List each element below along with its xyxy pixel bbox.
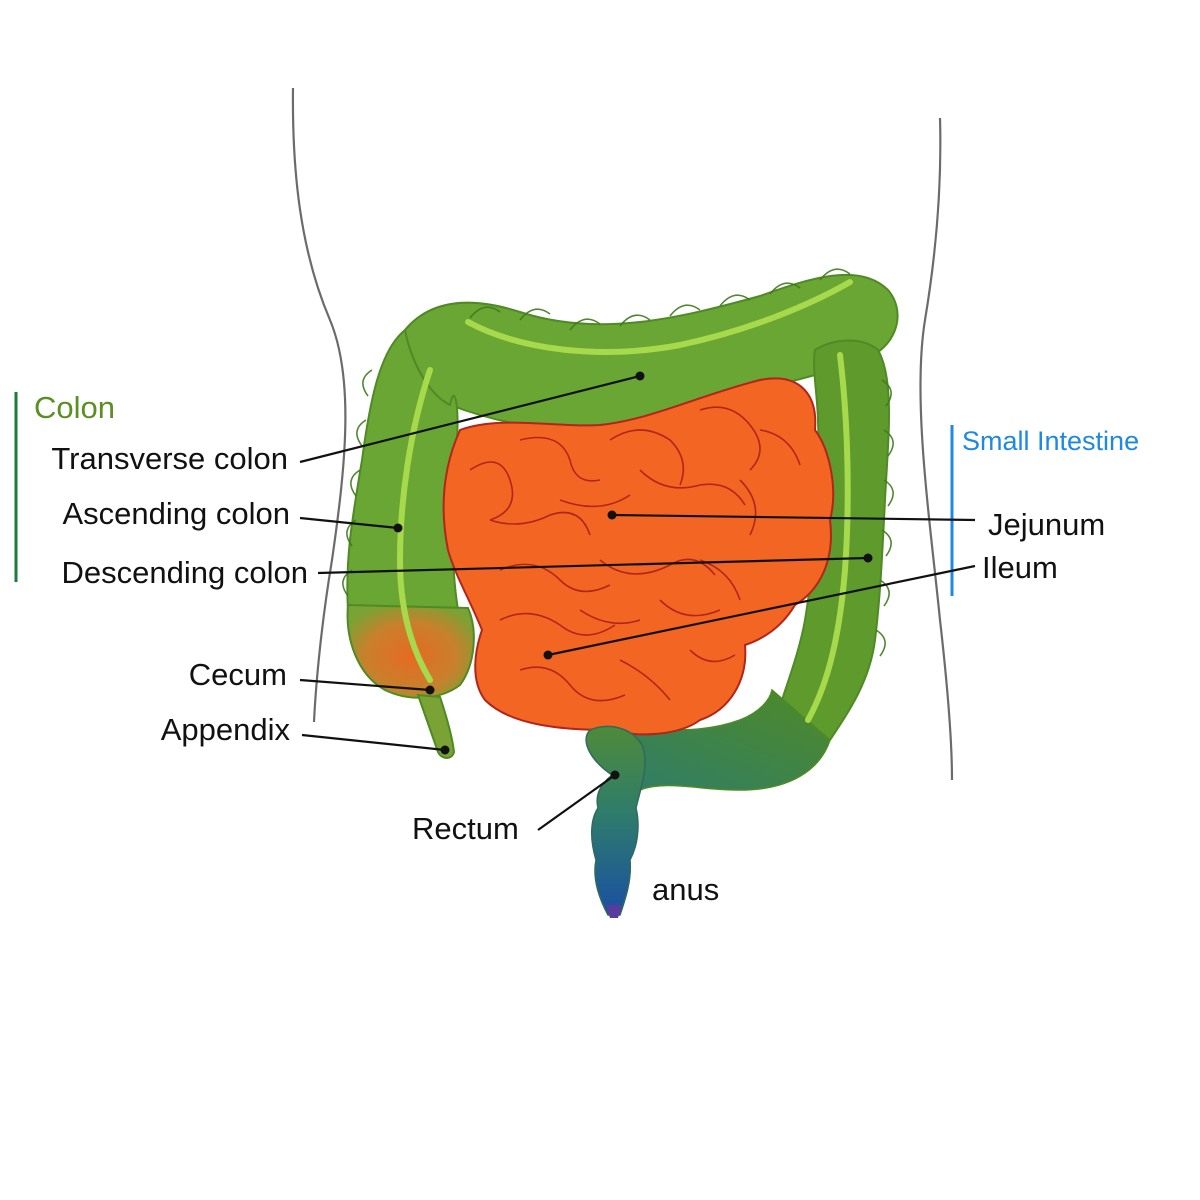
ileum-leader: [547, 564, 976, 657]
ascending-haustra: [342, 369, 373, 597]
body-outline-left: [291, 87, 347, 723]
ascending-colon-label: Ascending colon: [63, 496, 291, 531]
cecum-label: Cecum: [189, 657, 287, 692]
jejunum-label: Jejunum: [988, 507, 1105, 542]
transverse-colon-leader: [299, 374, 641, 464]
taenia-transverse: [465, 279, 853, 355]
transverse-haustra: [469, 268, 851, 331]
appendix-dot: [440, 745, 450, 755]
small-intestine: [442, 377, 835, 736]
anus-shape: [606, 905, 622, 918]
taenia-descending: [805, 352, 851, 723]
transverse-colon-dot: [635, 371, 645, 381]
intestinal-folds: [469, 406, 801, 702]
rectum-shape: [585, 725, 646, 916]
appendix-shape: [416, 693, 456, 759]
descending-haustra: [875, 379, 894, 657]
jejunum-leader: [611, 513, 976, 522]
appendix-leader: [301, 733, 446, 752]
appendix-label: Appendix: [161, 712, 291, 747]
ileum-dot: [543, 650, 553, 660]
descending-colon-label: Descending colon: [62, 555, 308, 590]
cecum-shape: [346, 603, 475, 699]
taenia-ascending: [396, 367, 433, 683]
transverse-colon-label: Transverse colon: [51, 441, 288, 476]
rectum-dot: [610, 770, 620, 780]
cecum-leader: [299, 678, 431, 692]
descending-colon-dot: [863, 553, 873, 563]
small-intestine-shape: [442, 377, 835, 736]
rectum-label: Rectum: [412, 811, 519, 846]
small-intestine-group-label: Small Intestine: [962, 426, 1139, 456]
cecum-dot: [425, 685, 435, 695]
rectum-leader: [537, 774, 616, 831]
ileum-label: Ileum: [982, 550, 1058, 585]
anus-label: anus: [652, 872, 719, 907]
ascending-colon-dot: [393, 523, 403, 533]
descending-colon-leader: [317, 556, 869, 575]
ascending-colon-leader: [299, 516, 399, 530]
jejunum-dot: [607, 510, 617, 520]
body-outline-right: [919, 117, 954, 781]
colon-group-label: Colon: [34, 390, 115, 425]
